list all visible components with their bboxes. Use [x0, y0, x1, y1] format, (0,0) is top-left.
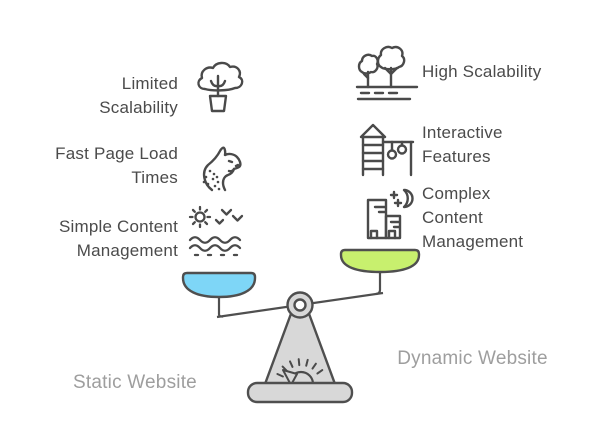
static-website-label: Static Website: [73, 372, 197, 393]
sun-waves-icon: [186, 202, 250, 258]
building-moon-icon: [358, 186, 418, 246]
scale-base: [246, 381, 354, 404]
feature-label-simple-content: Simple Content Management: [58, 217, 178, 260]
feature-label-fast-page-load: Fast Page Load Times: [55, 144, 178, 187]
gauge-needle: [282, 369, 298, 386]
trees-icon: [354, 44, 420, 102]
gauge-ticks: [276, 358, 324, 378]
dynamic-website-pan: [339, 248, 421, 274]
balance-scale: [170, 240, 430, 415]
playground-icon: [356, 120, 418, 182]
static-website-pan: [181, 271, 257, 299]
feature-label-interactive-features: Interactive Features: [422, 123, 503, 166]
dynamic-website-label: Dynamic Website: [397, 348, 548, 369]
feature-label-high-scalability: High Scalability: [422, 62, 542, 81]
potted-plant-icon: [190, 58, 246, 114]
feature-label-complex-content: Complex Content Management: [422, 184, 524, 251]
cheetah-icon: [189, 138, 247, 196]
feature-label-limited-scalability: Limited Scalability: [99, 74, 178, 117]
